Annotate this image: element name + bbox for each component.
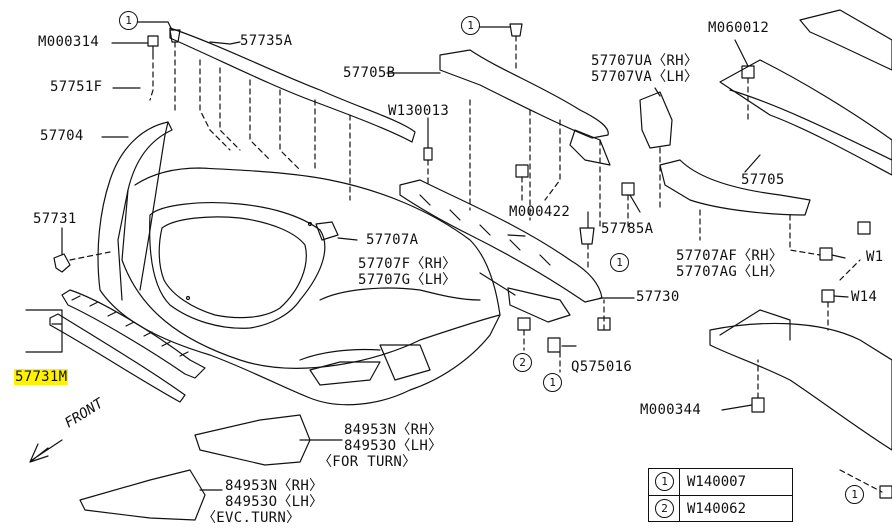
front-bumper-drawing (97, 121, 501, 406)
label-57707a: 57707A (366, 232, 419, 248)
label-w1-partial: W1 (866, 249, 884, 265)
dashed-lines (69, 35, 883, 493)
absorber-drawing (719, 59, 892, 176)
label-84953n-for-turn: 84953N〈RH〉 (344, 422, 443, 438)
leader-lines (25, 21, 849, 491)
label-57707g: 57707G〈LH〉 (358, 272, 457, 288)
legend-circle: 2 (655, 499, 674, 518)
label-57731: 57731 (33, 211, 77, 227)
callout-circle-1: 1 (610, 253, 629, 272)
legend-code: W140062 (687, 501, 747, 517)
label-57730: 57730 (636, 289, 680, 305)
label-evc-turn: 〈EVC.TURN〉 (202, 510, 301, 526)
label-84953o-evc: 84953O〈LH〉 (225, 494, 324, 510)
label-for-turn: 〈FOR TURN〉 (318, 454, 417, 470)
label-57707va: 57707VA〈LH〉 (591, 69, 699, 85)
legend-row: 2 W140062 (649, 495, 792, 522)
label-57707f: 57707F〈RH〉 (358, 256, 457, 272)
legend-number-cell: 2 (649, 496, 680, 522)
label-57707ua: 57707UA〈RH〉 (591, 53, 699, 69)
upper-trim-drawing (169, 27, 416, 143)
label-57751f: 57751F (50, 79, 103, 95)
label-m060012: M060012 (708, 20, 770, 36)
callout-circle-1: 1 (543, 373, 562, 392)
label-57705: 57705 (741, 172, 785, 188)
callout-circle-2: 2 (513, 353, 532, 372)
label-m000344: M000344 (640, 402, 702, 418)
label-84953n-evc: 84953N〈RH〉 (225, 478, 324, 494)
label-57704: 57704 (40, 128, 84, 144)
side-bracket-drawing (659, 159, 811, 216)
legend-row: 1 W140007 (649, 469, 792, 495)
legend-circle: 1 (655, 472, 674, 491)
label-57707af: 57707AF〈RH〉 (676, 248, 784, 264)
turn-lamp-drawing (194, 414, 311, 466)
label-57705b: 57705B (343, 65, 396, 81)
callout-circle-1: 1 (119, 11, 138, 30)
label-57731m: 57731M (14, 369, 69, 385)
legend-code: W140007 (687, 474, 747, 490)
grille-strip-drawing (49, 289, 206, 403)
reinforcement-drawing (439, 49, 609, 139)
label-57707ag: 57707AG〈LH〉 (676, 264, 784, 280)
label-q575016: Q575016 (571, 359, 633, 375)
label-w130013: W130013 (388, 103, 450, 119)
label-57735a: 57735A (240, 33, 293, 49)
callout-circle-1: 1 (845, 485, 864, 504)
lower-absorber-drawing (709, 322, 892, 451)
fastener-legend: 1 W140007 2 W140062 (648, 468, 793, 522)
label-57731m-highlight: 57731M (14, 369, 69, 385)
label-m000422: M000422 (509, 204, 571, 220)
callout-circle-1: 1 (461, 16, 480, 35)
legend-number-cell: 1 (649, 469, 680, 495)
label-57785a: 57785A (601, 221, 654, 237)
label-m000314: M000314 (38, 34, 100, 50)
label-w14-partial: W14 (851, 289, 878, 305)
label-84953o-for-turn: 84953O〈LH〉 (344, 438, 443, 454)
